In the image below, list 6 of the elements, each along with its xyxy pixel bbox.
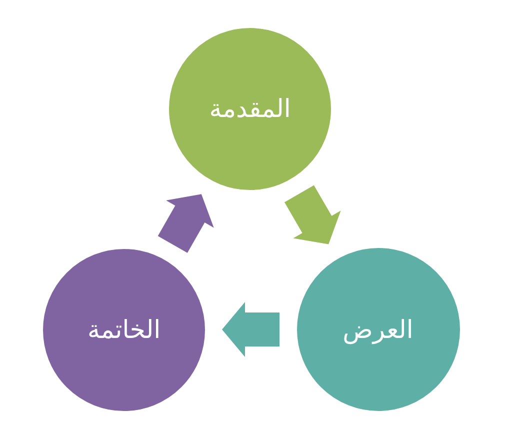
step-circle: الخاتمة <box>41 246 207 412</box>
block-arrow <box>158 194 214 253</box>
block-arrow <box>222 302 280 357</box>
step-circle: المقدمة <box>167 26 333 192</box>
step-circle: العرض <box>294 246 462 413</box>
block-arrow <box>284 185 341 244</box>
